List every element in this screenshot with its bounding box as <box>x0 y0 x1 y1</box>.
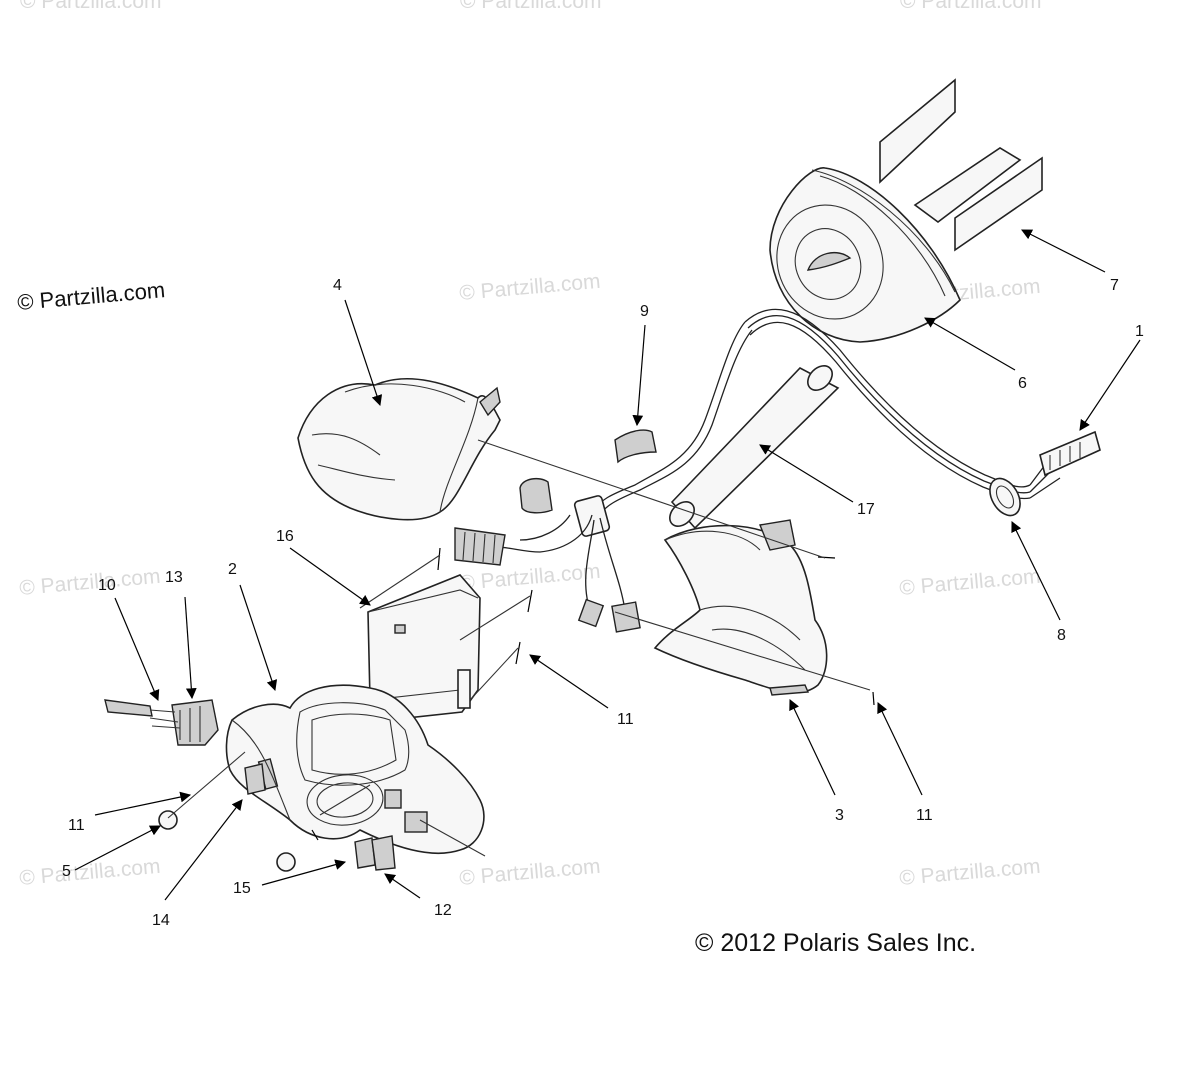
leader-6 <box>924 317 1016 371</box>
part-14-rocker-switch <box>244 763 266 795</box>
sub-harness <box>454 477 641 633</box>
leader-13 <box>184 596 197 700</box>
part-9-pad <box>614 429 657 464</box>
callout-4: 4 <box>333 277 342 294</box>
part-11-screws <box>311 547 875 841</box>
callout-2: 2 <box>228 561 237 578</box>
watermark-text: © Partzilla.com <box>460 0 602 13</box>
callout-14: 14 <box>152 912 170 929</box>
callout-15: 15 <box>233 880 251 897</box>
leader-15 <box>261 859 347 886</box>
callout-6: 6 <box>1018 375 1027 392</box>
callout-9: 9 <box>640 303 649 320</box>
callout-11a: 11 <box>68 817 85 834</box>
watermark-text: © Partzilla.com <box>458 855 601 890</box>
leader-11a <box>94 791 192 816</box>
watermark-group: © Partzilla.com © Partzilla.com © Partzi… <box>16 0 1041 890</box>
watermark-text: © Partzilla.com <box>898 565 1041 600</box>
watermark-text: © Partzilla.com <box>900 0 1042 13</box>
callout-leaders <box>74 229 1141 901</box>
watermark-text: © Partzilla.com <box>20 0 162 13</box>
callout-11c: 11 <box>916 807 933 824</box>
leader-2 <box>239 584 278 692</box>
watermark-text: © Partzilla.com <box>458 560 601 595</box>
copyright-notice: © 2012 Polaris Sales Inc. <box>695 929 976 957</box>
callout-1: 1 <box>1135 323 1144 340</box>
watermark-text: © Partzilla.com <box>18 855 161 890</box>
leader-17 <box>759 444 854 503</box>
leader-4 <box>344 299 383 407</box>
reference-lines <box>167 439 871 857</box>
callout-3: 3 <box>835 807 844 824</box>
part-13-switch <box>171 699 219 746</box>
callout-13: 13 <box>165 569 183 586</box>
part-1-wire-harness <box>594 308 1101 517</box>
part-4-left-fairing <box>297 377 501 521</box>
part-6-headlight-pod <box>769 167 961 343</box>
callout-10: 10 <box>98 577 116 594</box>
part-2-dash-panel <box>225 684 485 854</box>
leader-1 <box>1079 339 1141 431</box>
watermark-text: © Partzilla.com <box>898 855 1041 890</box>
part-7-decals <box>879 78 1043 252</box>
leader-5 <box>74 825 161 871</box>
leader-9 <box>632 324 646 427</box>
callout-numbers: 1 2 3 4 5 6 7 8 9 10 11 11 11 12 13 14 1… <box>62 277 1144 929</box>
part-3-right-fairing <box>653 519 828 696</box>
callout-5: 5 <box>62 863 71 880</box>
part-16-module <box>367 574 481 721</box>
callout-8: 8 <box>1057 627 1066 644</box>
callout-17: 17 <box>857 501 875 518</box>
leader-10 <box>114 597 160 701</box>
leader-11b <box>529 654 609 709</box>
watermark-text: © Partzilla.com <box>18 565 161 600</box>
leader-8 <box>1011 521 1061 621</box>
callout-12: 12 <box>434 902 452 919</box>
callout-11b: 11 <box>617 711 634 728</box>
leader-14 <box>164 799 243 901</box>
callout-16: 16 <box>276 528 294 545</box>
leader-11c <box>877 702 923 796</box>
leader-16 <box>289 547 371 606</box>
part-17-steering-tube <box>669 365 840 530</box>
leader-7 <box>1021 229 1106 273</box>
watermark-main-text: © Partzilla.com <box>16 277 166 315</box>
callout-7: 7 <box>1110 277 1119 294</box>
part-10-stalk <box>104 699 181 729</box>
part-5-plug <box>158 810 296 872</box>
watermark-text: © Partzilla.com <box>458 270 601 305</box>
leader-12 <box>384 873 421 899</box>
leader-3 <box>789 699 836 796</box>
part-12-switch-pair <box>354 835 396 871</box>
